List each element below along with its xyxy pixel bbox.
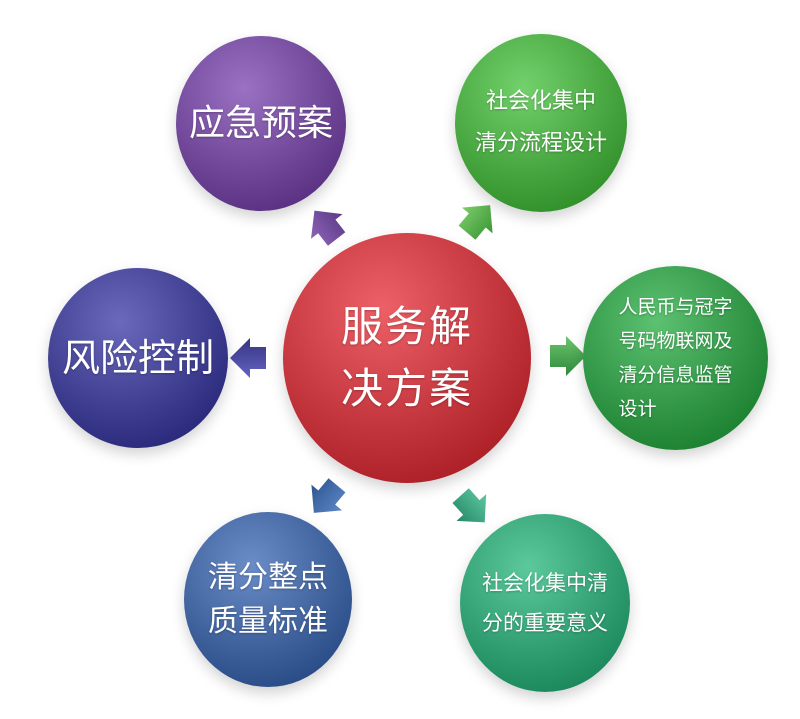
arrow-to-importance [452,488,487,523]
node-rmb-iot-design: 人民币与冠字 号码物联网及 清分信息监管 设计 [583,266,768,450]
center-node-label: 服务解 决方案 [340,302,473,413]
arrow-to-process [458,205,493,240]
center-node-solution: 服务解 决方案 [283,233,531,483]
arrow-to-emergency [311,210,346,246]
node-importance: 社会化集中清 分的重要意义 [460,514,630,692]
arrow-to-quality [311,478,346,513]
arrow-to-risk [230,338,266,378]
node-quality-standard-label: 清分整点 质量标准 [208,559,328,639]
node-importance-label: 社会化集中清 分的重要意义 [482,571,608,635]
node-risk-control: 风险控制 [48,268,228,448]
node-process-design-label: 社会化集中 清分流程设计 [474,89,607,156]
node-quality-standard: 清分整点 质量标准 [184,512,352,687]
node-emergency-plan-label: 应急预案 [188,102,333,144]
arrow-to-rmb [550,336,586,376]
node-rmb-iot-design-label: 人民币与冠字 号码物联网及 清分信息监管 设计 [618,296,733,420]
node-risk-control-label: 风险控制 [61,336,214,380]
node-process-design: 社会化集中 清分流程设计 [455,34,627,212]
node-emergency-plan: 应急预案 [176,36,346,211]
